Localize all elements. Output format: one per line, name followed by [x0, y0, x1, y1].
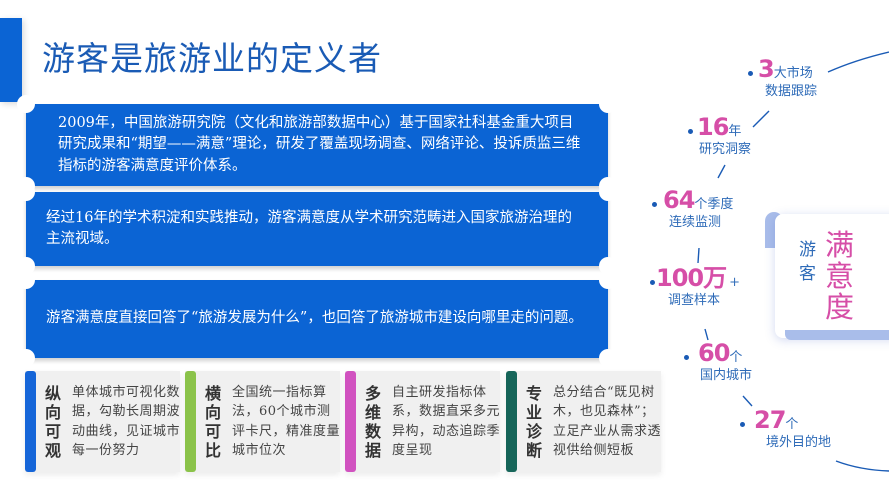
- stat-caption: 连续监测: [669, 215, 722, 230]
- stat-number: 16: [697, 113, 729, 141]
- stat-number: 100万: [656, 264, 727, 292]
- intro-panel-text: 2009年，中国旅游研究院（文化和旅游部数据中心）基于国家社科基金重大项目研究成…: [58, 114, 581, 174]
- stat-quarters: 64个季度 连续监测: [652, 188, 734, 232]
- stat-unit: 个: [785, 417, 799, 432]
- feature-desc: 总分结合“既见树木，也见森林”；立足产业从需求透视供给侧短板: [553, 384, 662, 459]
- feature-label: 横向可比: [204, 383, 221, 460]
- stat-years: 16年 研究洞察: [688, 115, 752, 159]
- title-accent-bar: [0, 18, 22, 102]
- stat-number: 27: [754, 406, 786, 434]
- feature-stripe: [345, 371, 356, 472]
- feature-card-horizontal: 横向可比 全国统一指标算法，60个城市测评卡尺，精准度量城市位次: [185, 371, 340, 472]
- page-title: 游客是旅游业的定义者: [42, 39, 382, 78]
- feature-label: 专业诊断: [525, 383, 542, 460]
- satisfaction-scroll-badge: 游客 满意度: [765, 212, 889, 342]
- stat-number: 60: [698, 339, 730, 367]
- intro-panel-text: 游客满意度直接回答了“旅游发展为什么”，也回答了旅游城市建设向哪里走的问题。: [46, 310, 583, 327]
- intro-panel-text: 经过16年的学术积淀和实践推动，游客满意度从学术研究范畴进入国家旅游治理的主流视…: [46, 209, 572, 248]
- stat-samples: 100万+ 调查样本: [650, 266, 741, 310]
- scroll-paper: [775, 214, 889, 338]
- feature-label: 纵向可观: [44, 383, 61, 460]
- stat-domestic-cities: 60个 国内城市: [684, 341, 753, 385]
- feature-stripe: [185, 371, 196, 472]
- feature-card-vertical: 纵向可观 单体城市可视化数据，勾勒长周期波动曲线，见证城市每一份努力: [25, 371, 180, 472]
- stat-unit: 年: [728, 124, 742, 139]
- feature-desc: 单体城市可视化数据，勾勒长周期波动曲线，见证城市每一份努力: [72, 384, 181, 459]
- scroll-base: [785, 330, 889, 340]
- stat-caption: 调查样本: [668, 293, 721, 308]
- stat-markets: 3大市场 数据跟踪: [748, 57, 818, 101]
- feature-stripe: [506, 371, 517, 472]
- stat-caption: 国内城市: [700, 368, 753, 383]
- feature-label: 多维数据: [364, 383, 381, 460]
- scroll-label-small: 游客: [799, 240, 816, 284]
- feature-card-diagnosis: 专业诊断 总分结合“既见树木，也见森林”；立足产业从需求透视供给侧短板: [506, 371, 661, 472]
- feature-stripe: [25, 371, 36, 472]
- feature-card-multidimensional: 多维数据 自主研发指标体系，数据直采多元异构，动态追踪季度呈现: [345, 371, 500, 472]
- feature-desc: 自主研发指标体系，数据直采多元异构，动态追踪季度呈现: [392, 384, 501, 459]
- intro-panel-2: 经过16年的学术积淀和实践推动，游客满意度从学术研究范畴进入国家旅游治理的主流视…: [17, 183, 617, 275]
- stat-caption: 研究洞察: [699, 142, 752, 157]
- stat-unit: 个: [729, 350, 743, 365]
- stat-unit: 大市场: [773, 66, 813, 81]
- intro-panel-3: 游客满意度直接回答了“旅游发展为什么”，也回答了旅游城市建设向哪里走的问题。: [17, 271, 617, 367]
- stat-number: 3: [758, 55, 775, 83]
- stat-unit: +: [729, 275, 741, 290]
- stat-overseas-destinations: 27个 境外目的地: [740, 408, 832, 452]
- feature-desc: 全国统一指标算法，60个城市测评卡尺，精准度量城市位次: [232, 384, 341, 459]
- stat-number: 64: [663, 186, 695, 214]
- scroll-label-big: 满意度: [825, 228, 855, 324]
- stat-caption: 境外目的地: [766, 435, 832, 450]
- stat-caption: 数据跟踪: [765, 84, 818, 99]
- stat-unit: 个季度: [694, 197, 734, 212]
